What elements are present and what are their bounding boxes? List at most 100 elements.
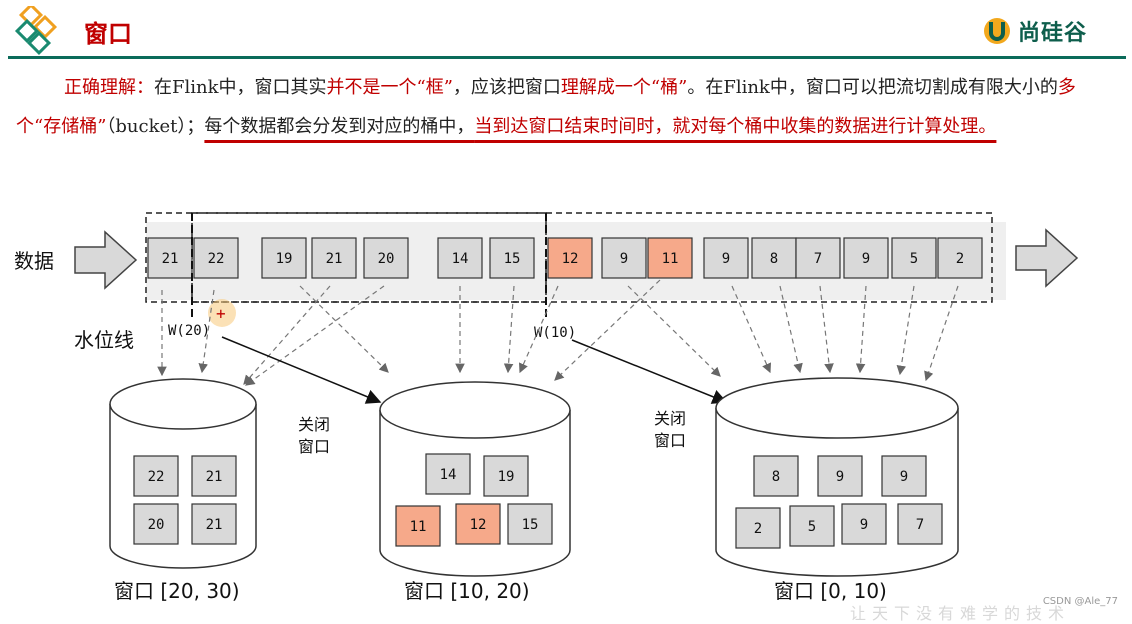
cell-value: 7: [814, 251, 822, 267]
bucket-cell: 19: [483, 455, 529, 497]
bucket-cell: 12: [455, 503, 501, 545]
cell-value: 19: [498, 469, 515, 485]
stream-cell: 8: [751, 237, 797, 279]
watermark-tag-20: W(20): [168, 323, 210, 339]
cell-value: 20: [148, 517, 165, 533]
stream-cell: 21: [311, 237, 357, 279]
cell-value: 15: [522, 517, 539, 533]
para-lead: 正确理解：: [64, 77, 154, 98]
stream-cell: 5: [891, 237, 937, 279]
csdn-credit: CSDN @Ale_77: [1042, 596, 1118, 607]
bucket-10-20: [379, 381, 571, 577]
bucket-cell: 9: [841, 503, 887, 545]
header: 窗口 尚硅谷: [0, 0, 1132, 60]
data-flow-arrows: [157, 279, 959, 386]
stream-cell: 14: [437, 237, 483, 279]
brand-name: 尚硅谷: [1018, 21, 1088, 46]
bucket-cell: 9: [881, 455, 927, 497]
close-window-label: 窗口: [654, 431, 686, 450]
cell-value: 11: [410, 519, 427, 535]
cell-value: 11: [662, 251, 679, 267]
stream-cell: 15: [489, 237, 535, 279]
bucket-cell: 21: [191, 503, 237, 545]
cell-value: 21: [206, 469, 223, 485]
explanation-paragraph: 正确理解：在Flink中，窗口其实并不是一个“框”，应该把窗口理解成一个“桶”。…: [16, 68, 1116, 146]
output-arrow-icon: [1015, 228, 1079, 288]
cell-value: 9: [620, 251, 628, 267]
brand-logo: 尚硅谷: [982, 14, 1087, 48]
stream-cell: 22: [193, 237, 239, 279]
cell-value: 21: [326, 251, 343, 267]
cell-value: 7: [916, 517, 924, 533]
stream-window-frame: [145, 212, 993, 303]
cell-value: 2: [754, 521, 762, 537]
brand-u-icon: [984, 18, 1010, 44]
close-window-label: 关闭: [298, 415, 330, 434]
close-window-label: 窗口: [298, 437, 330, 456]
stream-cell: 7: [795, 237, 841, 279]
watermark-label: 水位线: [74, 328, 134, 352]
bucket-cell: 14: [425, 453, 471, 495]
stream-label: 数据: [14, 249, 54, 273]
cell-value: 9: [722, 251, 730, 267]
cell-value: 8: [770, 251, 778, 267]
cell-value: 22: [208, 251, 225, 267]
cell-value: 21: [162, 251, 179, 267]
cell-value: 19: [276, 251, 293, 267]
cell-value: 9: [836, 469, 844, 485]
bucket-label-10-20: 窗口 [10, 20): [404, 579, 530, 603]
bucket-cell: 21: [191, 455, 237, 497]
para-underlined: 每个数据都会分发到对应的桶中，: [204, 116, 475, 137]
cursor-plus-icon: +: [216, 304, 226, 323]
cell-value: 21: [206, 517, 223, 533]
cell-value: 2: [956, 251, 964, 267]
bucket-cell: 5: [789, 505, 835, 547]
para-text: ，应该把窗口: [452, 77, 561, 98]
bucket-cells: 22 21 20 21 14 19 11 12 15 8 9 9 2 5 9 7: [133, 453, 943, 549]
cell-value: 5: [808, 519, 816, 535]
slogan-watermark: 让天下没有难学的技术: [850, 604, 1071, 623]
close-arrow-1: [221, 336, 382, 404]
para-highlight: 理解成一个“桶”: [560, 77, 688, 98]
stream-cell: 21: [147, 237, 193, 279]
cell-value: 20: [378, 251, 395, 267]
stream-cell: 12: [547, 237, 593, 279]
cell-value: 9: [860, 517, 868, 533]
cursor-highlight: [208, 299, 236, 327]
stream-cell: 9: [601, 237, 647, 279]
para-highlight: 多个“存储桶”: [16, 77, 1076, 137]
bucket-cell: 22: [133, 455, 179, 497]
bucket-cell: 15: [507, 503, 553, 545]
bucket-cell: 8: [753, 455, 799, 497]
para-highlight: 并不是一个“框”: [326, 77, 453, 98]
cell-value: 14: [452, 251, 469, 267]
cell-value: 9: [862, 251, 870, 267]
cell-value: 9: [900, 469, 908, 485]
cell-value: 12: [470, 517, 487, 533]
cell-value: 5: [910, 251, 918, 267]
bucket-cell: 2: [735, 507, 781, 549]
bucket-label-20-30: 窗口 [20, 30): [114, 579, 240, 603]
cell-value: 22: [148, 469, 165, 485]
stream-cell: 2: [937, 237, 983, 279]
bucket-cell: 11: [395, 505, 441, 547]
cell-value: 15: [504, 251, 521, 267]
bucket-cell: 20: [133, 503, 179, 545]
bucket-cell: 7: [897, 503, 943, 545]
stream-cell: 20: [363, 237, 409, 279]
diamond-logo-icon: [14, 6, 58, 56]
stream-cell: 11: [647, 237, 693, 279]
cell-value: 12: [562, 251, 579, 267]
para-text: （bucket）；: [106, 116, 205, 137]
stream-cell: 9: [703, 237, 749, 279]
watermark-tag-10: W(10): [534, 325, 576, 341]
cell-value: 8: [772, 469, 780, 485]
close-arrow-2: [571, 339, 728, 404]
stream-cell: 19: [261, 237, 307, 279]
para-text: 。在Flink中，窗口可以把流切割成有限大小的: [687, 77, 1058, 98]
cell-value: 14: [440, 467, 457, 483]
para-underlined-highlight: 当到达窗口结束时间时，就对每个桶中收集的数据进行计算处理。: [474, 116, 997, 137]
page-title: 窗口: [84, 20, 132, 48]
header-divider: [8, 56, 1126, 59]
